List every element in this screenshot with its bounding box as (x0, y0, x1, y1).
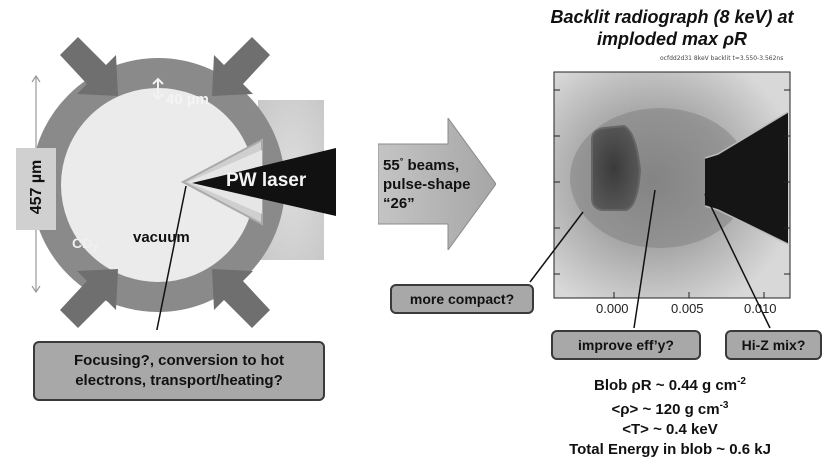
pw-laser-beam (192, 148, 336, 216)
question-line-2: electrons, transport/heating? (75, 372, 283, 389)
material-name: CD (72, 235, 93, 251)
stat-temperature: <T> ~ 0.4 keV (622, 421, 718, 438)
title-line-2-prefix: imploded max (597, 29, 724, 49)
title-rho-r: ρR (723, 29, 747, 49)
stat-rho-r: Blob ρR ~ 0.44 g cm-2 (594, 376, 746, 394)
radiograph-title: Backlit radiograph (8 keV) at imploded m… (520, 6, 824, 50)
pointer-compact (529, 211, 584, 283)
image-caption: ocfdd2d31 8keV backlit t=3.550-3.562ns (660, 55, 784, 62)
y-ticks (554, 89, 790, 275)
laser-label: PW laser (226, 170, 307, 191)
material-subscript: 2 (92, 243, 98, 255)
cone-edge-top (704, 111, 789, 159)
beam-count: 55 (383, 157, 400, 174)
callout-more-compact: more compact? (390, 284, 534, 314)
focusing-question-callout: Focusing?, conversion to hot electrons, … (33, 341, 325, 401)
question-line-1: Focusing?, conversion to hot (74, 352, 284, 369)
x-ticks (613, 292, 765, 298)
cone-edge-bottom (704, 205, 789, 245)
drive-beam-arrows (60, 37, 270, 328)
radiograph-plot (553, 71, 791, 299)
beam-arrow-bottom-left (60, 269, 118, 328)
beams-word: beams, (403, 157, 460, 174)
title-line-2: imploded max ρR (520, 28, 824, 50)
vacuum-label: vacuum (133, 229, 190, 246)
target-schematic (31, 37, 336, 330)
beam-arrow-top-left (60, 37, 118, 96)
x-tick-1: 0.005 (671, 301, 704, 316)
beams-text: 55° beams, pulse-shape “26” (383, 152, 471, 213)
stat-density: <ρ> ~ 120 g cm-3 (611, 400, 729, 418)
compressed-blob (591, 124, 642, 211)
x-tick-0: 0.000 (596, 301, 629, 316)
title-line-1: Backlit radiograph (8 keV) at (550, 7, 794, 27)
transition-arrow (378, 118, 496, 250)
callout-hi-z-mix: Hi-Z mix? (725, 330, 822, 360)
beams-line-1: 55° beams, (383, 152, 471, 175)
beams-line-3: “26” (383, 195, 415, 212)
material-label: CD2 (72, 235, 98, 255)
focus-pointer-line (156, 185, 187, 330)
pointer-mix (704, 193, 771, 329)
cone-shadow (705, 112, 788, 244)
diameter-label-box (16, 148, 56, 230)
degree-mark: ° (399, 156, 404, 166)
callout-improve-efficiency: improve eff’y? (551, 330, 701, 360)
pointer-efficiency (633, 189, 656, 329)
thickness-arrow (152, 77, 164, 101)
beam-arrow-top-right (212, 37, 270, 96)
thickness-label: 40 µm (166, 91, 209, 108)
blob-stats: Blob ρR ~ 0.44 g cm-2 <ρ> ~ 120 g cm-3 <… (520, 372, 820, 460)
stat-energy: Total Energy in blob ~ 0.6 kJ (569, 441, 771, 458)
beams-line-2: pulse-shape (383, 176, 471, 193)
beam-arrow-bottom-right (212, 269, 270, 328)
